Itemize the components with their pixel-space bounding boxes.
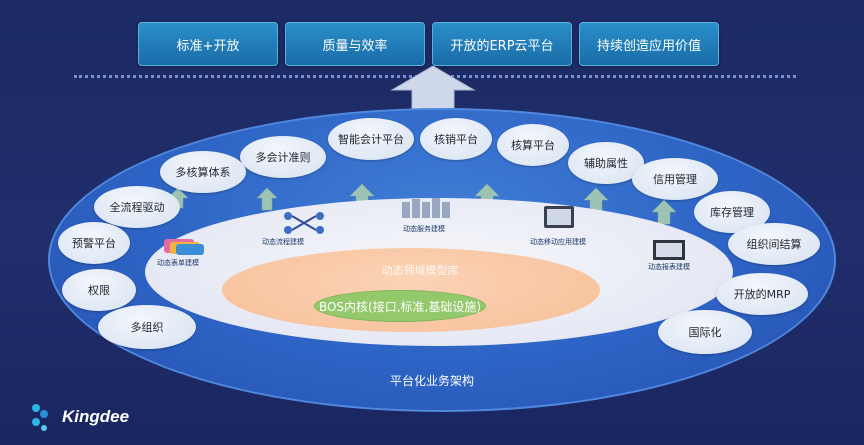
module-mobile-label: 动态移动应用建模 (530, 238, 586, 246)
module-report-label: 动态报表建模 (648, 263, 690, 271)
bubble-permission: 权限 (62, 269, 136, 311)
bubble-intl: 国际化 (658, 310, 752, 354)
brand-name: Kingdee (62, 407, 130, 426)
bubble-credit: 信用管理 (632, 158, 718, 200)
bubble-process: 全流程驱动 (94, 186, 180, 228)
service-model-icon (402, 198, 450, 218)
module-form-label: 动态表单建模 (157, 259, 199, 267)
bubble-smart-accounting: 智能会计平台 (328, 118, 414, 160)
bubble-accounting: 核算平台 (497, 124, 569, 166)
form-model-icon (164, 239, 204, 255)
bubble-verify: 核销平台 (420, 118, 492, 160)
report-model-icon (653, 240, 685, 260)
bubble-multi-system: 多核算体系 (160, 151, 246, 193)
top-btn-standard: 标准+开放 (138, 22, 278, 66)
bubble-multi-account: 多会计准则 (240, 136, 326, 178)
mobile-model-icon (544, 206, 574, 228)
bubble-intercompany: 组织间结算 (728, 223, 820, 265)
bubble-alert: 预警平台 (58, 222, 130, 264)
module-service-label: 动态服务建模 (403, 225, 445, 233)
top-btn-value: 持续创造应用价值 (579, 22, 719, 66)
bos-kernel: BOS内核(接口,标准,基础设施) (314, 290, 486, 322)
core-label: 动态领域模型库 (381, 264, 459, 277)
bubble-aux: 辅助属性 (568, 142, 644, 184)
bubble-multi-org: 多组织 (98, 305, 196, 349)
top-btn-quality: 质量与效率 (285, 22, 425, 66)
kingdee-logo-icon (32, 404, 48, 431)
platform-architecture-label: 平台化业务架构 (389, 374, 474, 388)
top-btn-erp-cloud: 开放的ERP云平台 (432, 22, 572, 66)
bubble-mrp: 开放的MRP (716, 273, 808, 315)
module-flow-label: 动态流程建模 (262, 238, 304, 246)
flow-model-icon (284, 212, 324, 234)
